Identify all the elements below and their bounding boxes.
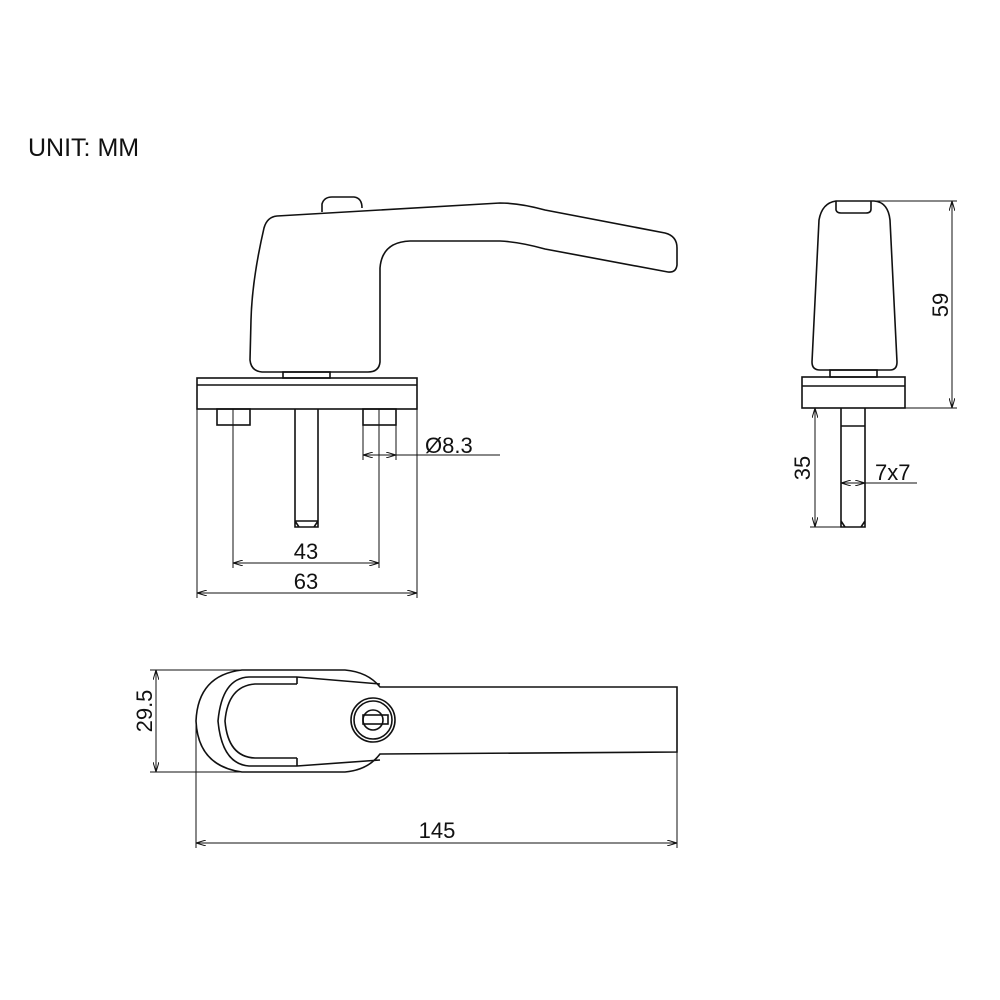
side-base-plate — [801, 376, 906, 409]
base-plate — [196, 377, 418, 410]
handle-top-outline — [195, 669, 678, 773]
spindle — [294, 409, 319, 528]
inner-loop — [217, 676, 381, 767]
screw-spacing-dimension: 43 — [294, 539, 318, 564]
collar — [282, 371, 331, 379]
spindle-section-dimension: 7x7 — [875, 460, 910, 485]
side-view: 59 35 7x7 — [790, 200, 957, 528]
spindle-length-dimension: 35 — [790, 456, 815, 480]
handle-lever — [249, 202, 678, 373]
unit-label: UNIT: MM — [28, 134, 140, 162]
length-dimension: 145 — [419, 818, 456, 843]
handle-side — [811, 200, 898, 371]
lock-button — [321, 196, 363, 212]
plate-width-dimension: 63 — [294, 569, 318, 594]
height-dimension: 59 — [928, 293, 953, 317]
keyhole-icon — [362, 709, 384, 731]
side-spindle — [840, 408, 866, 528]
top-view: 29.5 145 — [132, 669, 678, 848]
diameter-dimension: Ø8.3 — [425, 433, 473, 458]
width-dimension: 29.5 — [132, 690, 157, 733]
lock-cylinder — [350, 697, 396, 743]
front-view: Ø8.3 43 63 — [196, 196, 678, 598]
